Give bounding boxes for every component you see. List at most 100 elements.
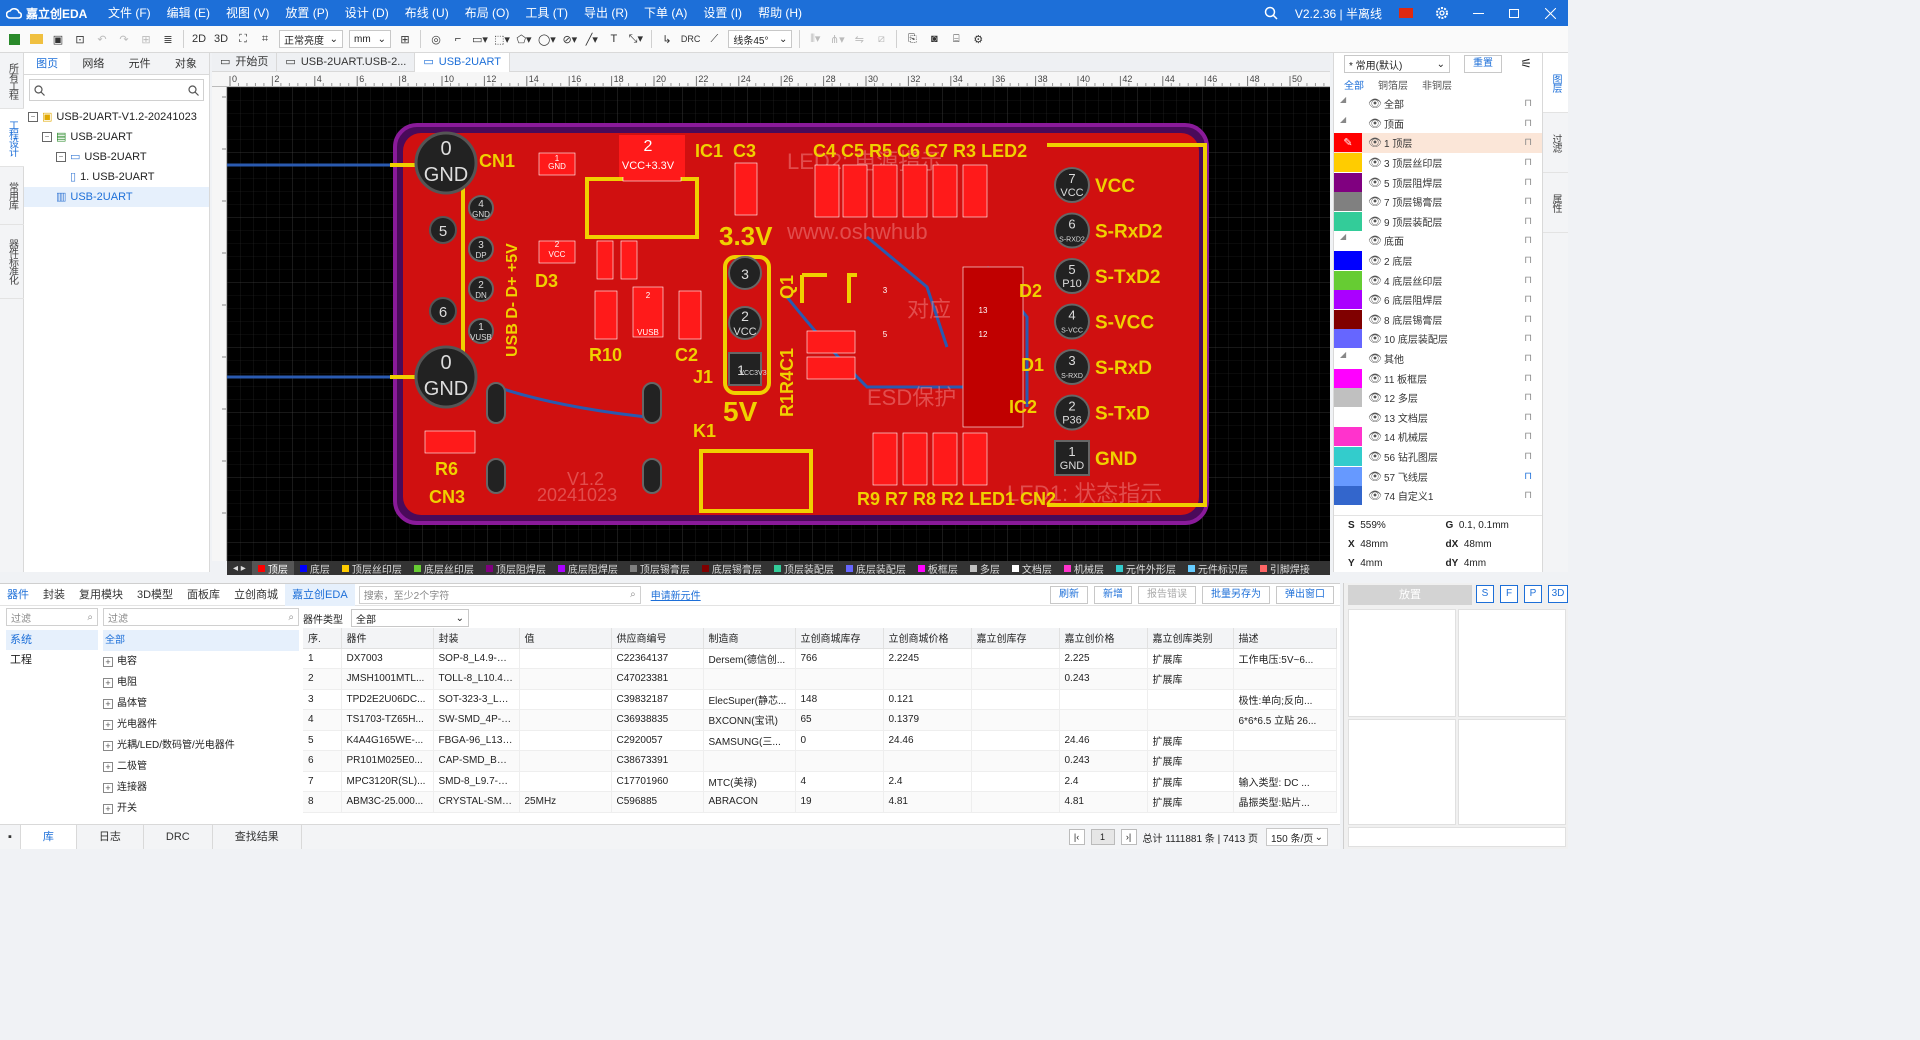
doc-tab-2[interactable]: ▭USB-2UART: [415, 53, 510, 72]
layer-row[interactable]: ◢👁全部⊓: [1334, 94, 1542, 114]
library-button-1[interactable]: 新增: [1094, 585, 1132, 604]
strip-layer-16[interactable]: 引脚焊接: [1254, 561, 1316, 575]
column-header[interactable]: 嘉立创价格: [1059, 628, 1148, 649]
expand-icon[interactable]: +: [103, 740, 113, 751]
lock-icon[interactable]: ⊓: [1524, 157, 1532, 169]
rail-tab-3[interactable]: 器件标准化: [0, 225, 24, 299]
layer-color-swatch[interactable]: [1334, 153, 1362, 173]
layer-row[interactable]: 👁57 飞线层⊓: [1334, 466, 1542, 486]
lock-icon[interactable]: ⊓: [1524, 313, 1532, 325]
right-rail-tab-2[interactable]: 属性: [1543, 173, 1568, 233]
strip-layer-13[interactable]: 机械层: [1058, 561, 1110, 575]
project-search-input[interactable]: [29, 79, 204, 101]
category-item[interactable]: +晶体管: [103, 693, 299, 714]
board-icon[interactable]: ⌸: [953, 32, 960, 45]
doc-tab-0[interactable]: ▭开始页: [212, 53, 278, 72]
import-icon[interactable]: ⎘: [907, 32, 917, 45]
menu-item-2[interactable]: 视图 (V): [226, 6, 270, 20]
eye-icon[interactable]: 👁: [1368, 98, 1382, 111]
layer-preset-select[interactable]: * 常用(默认)⌄: [1344, 55, 1450, 73]
category-item[interactable]: +开关: [103, 798, 299, 819]
menu-item-8[interactable]: 导出 (R): [584, 6, 629, 20]
eye-icon[interactable]: 👁: [1368, 372, 1382, 385]
layer-row[interactable]: 👁3 顶层丝印层⊓: [1334, 153, 1542, 173]
strip-layer-6[interactable]: 顶层锡膏层: [624, 561, 696, 575]
source-item[interactable]: 系统: [6, 630, 98, 650]
layer-row[interactable]: 👁14 机械层⊓: [1334, 427, 1542, 447]
grid-select-icon[interactable]: ⊞: [141, 33, 151, 46]
tree-node[interactable]: ▯1. USB-2UART: [24, 167, 209, 187]
layer-row[interactable]: 👁74 自定义1⊓: [1334, 486, 1542, 506]
layer-color-swatch[interactable]: ✎: [1334, 133, 1362, 153]
column-header[interactable]: 封装: [433, 628, 520, 649]
layer-tab-2[interactable]: 非铜层: [1422, 81, 1452, 92]
menu-item-1[interactable]: 编辑 (E): [166, 6, 211, 20]
eye-icon[interactable]: 👁: [1368, 235, 1382, 248]
pin-icon[interactable]: ⌐: [454, 33, 462, 45]
lock-icon[interactable]: ⊓: [1524, 274, 1532, 286]
library-tab-0[interactable]: 器件: [7, 588, 29, 601]
type-select[interactable]: 全部⌄: [351, 609, 469, 627]
tree-node[interactable]: −▣USB-2UART-V1.2-20241023: [24, 107, 209, 127]
project-tab-1[interactable]: 网络: [82, 58, 105, 70]
select-box-icon[interactable]: ⬚▾: [494, 33, 510, 46]
rect-icon[interactable]: ▭▾: [472, 33, 488, 46]
layer-color-swatch[interactable]: ◢: [1334, 349, 1362, 368]
new-component-link[interactable]: 申请新元件: [650, 591, 701, 602]
eye-icon[interactable]: 👁: [1368, 431, 1382, 444]
eye-icon[interactable]: 👁: [1368, 274, 1382, 287]
layer-row[interactable]: 👁4 底层丝印层⊓: [1334, 270, 1542, 290]
dimension-icon[interactable]: ⤡▾: [628, 33, 643, 45]
rail-tab-1[interactable]: 工程设计: [0, 109, 24, 167]
layer-color-swatch[interactable]: [1334, 368, 1362, 388]
library-search-input[interactable]: 搜索，至少2个字符⌕: [358, 585, 641, 604]
strip-layer-2[interactable]: 顶层丝印层: [336, 561, 408, 575]
layer-color-swatch[interactable]: [1334, 466, 1362, 486]
search-icon[interactable]: [1253, 0, 1289, 26]
eye-icon[interactable]: 👁: [1368, 490, 1382, 503]
tree-node[interactable]: −▭USB-2UART: [24, 147, 209, 167]
library-tab-5[interactable]: 立创商城: [234, 588, 279, 601]
library-tab-2[interactable]: 复用模块: [79, 588, 123, 601]
library-tab-6[interactable]: 嘉立创EDA: [285, 583, 355, 606]
layer-row[interactable]: ◢👁其他⊓: [1334, 349, 1542, 369]
layer-color-swatch[interactable]: ◢: [1334, 231, 1362, 250]
eye-icon[interactable]: 👁: [1368, 117, 1382, 130]
strip-layer-4[interactable]: 顶层阻焊层: [480, 561, 552, 575]
collapse-icon[interactable]: −: [28, 112, 38, 122]
layer-color-swatch[interactable]: [1334, 270, 1362, 290]
column-header[interactable]: 序.: [303, 628, 342, 649]
lock-icon[interactable]: ⊓: [1524, 450, 1532, 462]
strip-layer-0[interactable]: 顶层: [251, 561, 294, 575]
layer-color-swatch[interactable]: ◢: [1334, 94, 1362, 113]
layer-color-swatch[interactable]: [1334, 192, 1362, 212]
column-header[interactable]: 立创商城库存: [795, 628, 884, 649]
route-angle-select[interactable]: 线条45°⌄: [728, 30, 793, 48]
expand-icon[interactable]: +: [103, 761, 113, 772]
category-item[interactable]: +电容: [103, 651, 299, 672]
layer-color-swatch[interactable]: [1334, 172, 1362, 192]
expand-icon[interactable]: +: [103, 656, 113, 667]
eye-icon[interactable]: 👁: [1368, 392, 1382, 405]
layer-color-swatch[interactable]: [1334, 309, 1362, 329]
strip-layer-5[interactable]: 底层阻焊层: [552, 561, 624, 575]
via-icon[interactable]: ◎: [431, 33, 441, 46]
layer-row[interactable]: 👁56 钻孔图层⊓: [1334, 446, 1542, 467]
lock-icon[interactable]: ⊓: [1524, 333, 1532, 345]
collapse-icon[interactable]: ◢: [1340, 350, 1347, 360]
line-icon[interactable]: ╱▾: [585, 33, 598, 46]
status-tab-0[interactable]: 库: [20, 824, 77, 849]
collapse-icon[interactable]: −: [42, 132, 52, 142]
column-header[interactable]: 嘉立创库存: [971, 628, 1060, 649]
view-f-button[interactable]: F: [1500, 585, 1518, 603]
layer-row[interactable]: 👁10 底层装配层⊓: [1334, 329, 1542, 349]
zoom-area-icon[interactable]: ⌗: [261, 32, 269, 45]
expand-icon[interactable]: +: [103, 719, 113, 730]
layout-icon[interactable]: ≣: [163, 33, 173, 46]
distribute-icon[interactable]: ⋔▾: [829, 33, 845, 46]
column-header[interactable]: 立创商城价格: [883, 628, 972, 649]
layer-color-swatch[interactable]: [1334, 388, 1362, 408]
